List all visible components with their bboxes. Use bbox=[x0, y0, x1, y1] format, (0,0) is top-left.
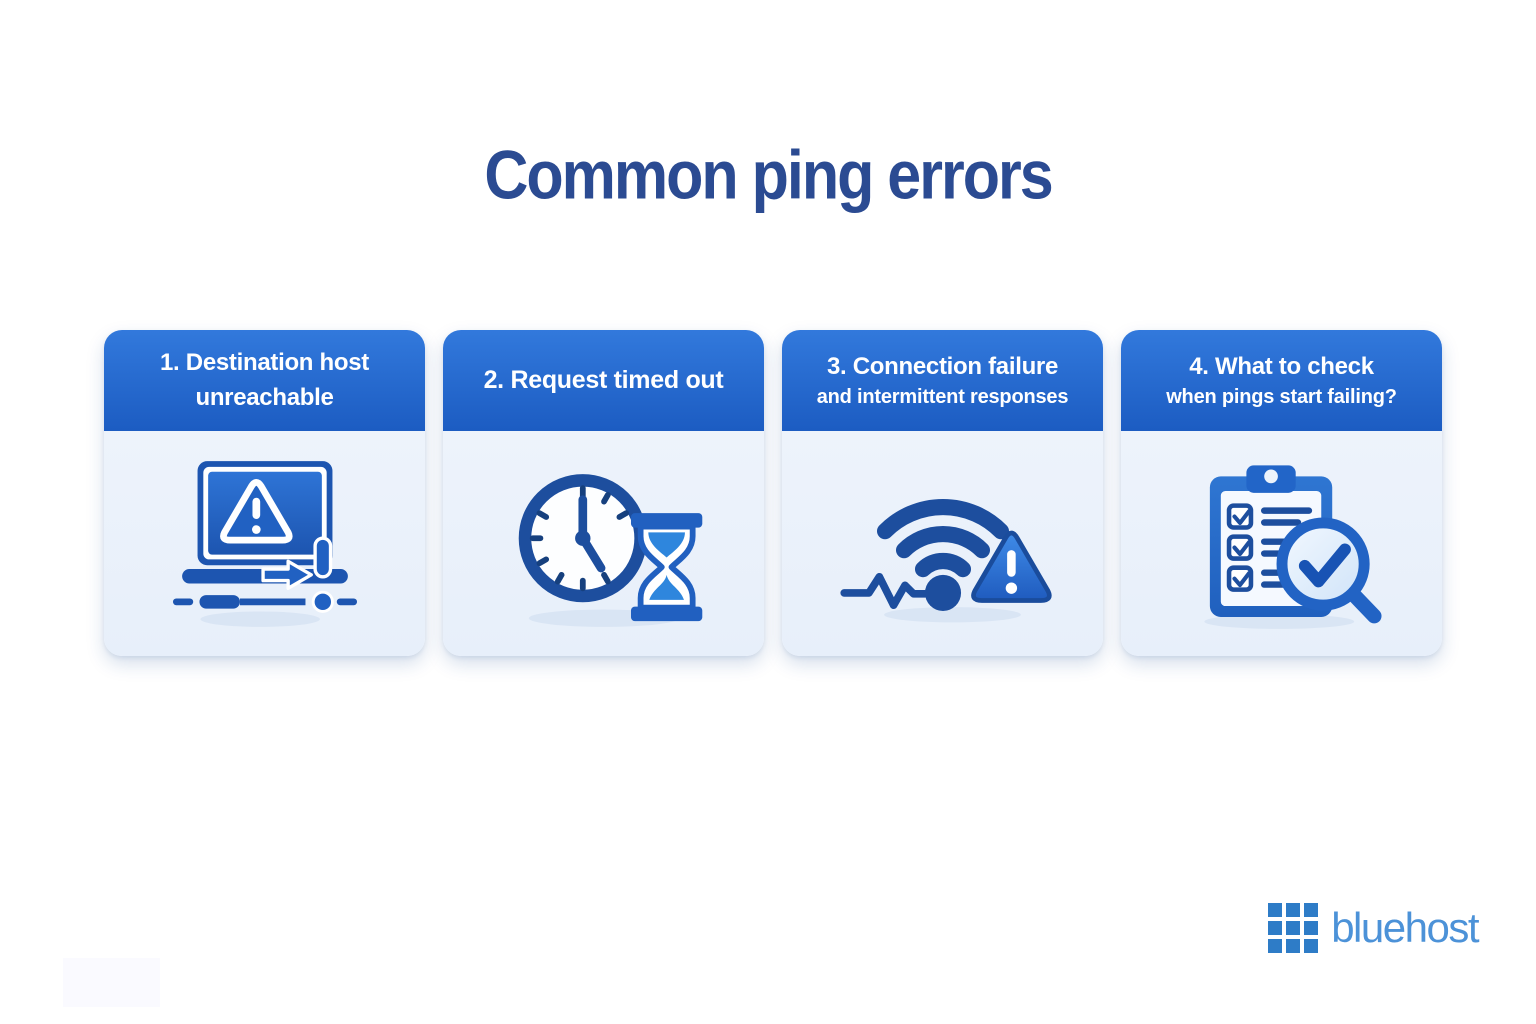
card-body bbox=[782, 431, 1103, 656]
laptop-warning-icon bbox=[172, 460, 357, 627]
grid-icon bbox=[1268, 903, 1319, 953]
card-body bbox=[1121, 431, 1442, 656]
card-body bbox=[443, 431, 764, 656]
card-title-line: 1. Destination host bbox=[160, 349, 369, 377]
card-title-line: 4. What to check bbox=[1189, 352, 1374, 380]
card-header: 1. Destination host unreachable bbox=[104, 330, 425, 431]
card-subtitle-line: when pings start failing? bbox=[1166, 386, 1397, 409]
card-header: 4. What to check when pings start failin… bbox=[1121, 330, 1442, 431]
card-title-line: 3. Connection failure bbox=[826, 352, 1059, 380]
card-body bbox=[104, 431, 425, 656]
wifi-failure-icon bbox=[839, 498, 1052, 623]
card-header: 3. Connection failure and intermittent r… bbox=[782, 330, 1103, 431]
card-connection-failure: 3. Connection failure and intermittent r… bbox=[782, 330, 1103, 656]
page-title: Common ping errors bbox=[484, 137, 1053, 214]
card-destination-host-unreachable: 1. Destination host unreachable bbox=[104, 330, 425, 656]
brand-wordmark: bluehost bbox=[1331, 904, 1479, 951]
card-request-timed-out: 2. Request timed out bbox=[443, 330, 764, 656]
card-what-to-check: 4. What to check when pings start failin… bbox=[1121, 330, 1442, 656]
card-title-line: unreachable bbox=[195, 383, 334, 411]
card-title-line: 2. Request timed out bbox=[483, 365, 724, 394]
cards-row: 1. Destination host unreachable bbox=[104, 330, 1442, 656]
card-subtitle-line: and intermittent responses bbox=[816, 386, 1069, 409]
card-header: 2. Request timed out bbox=[443, 330, 764, 431]
checklist-magnifier-icon bbox=[1203, 465, 1382, 629]
faint-watermark bbox=[63, 958, 160, 1007]
bluehost-logo: bluehost bbox=[1268, 903, 1479, 953]
clock-hourglass-icon bbox=[518, 473, 702, 627]
